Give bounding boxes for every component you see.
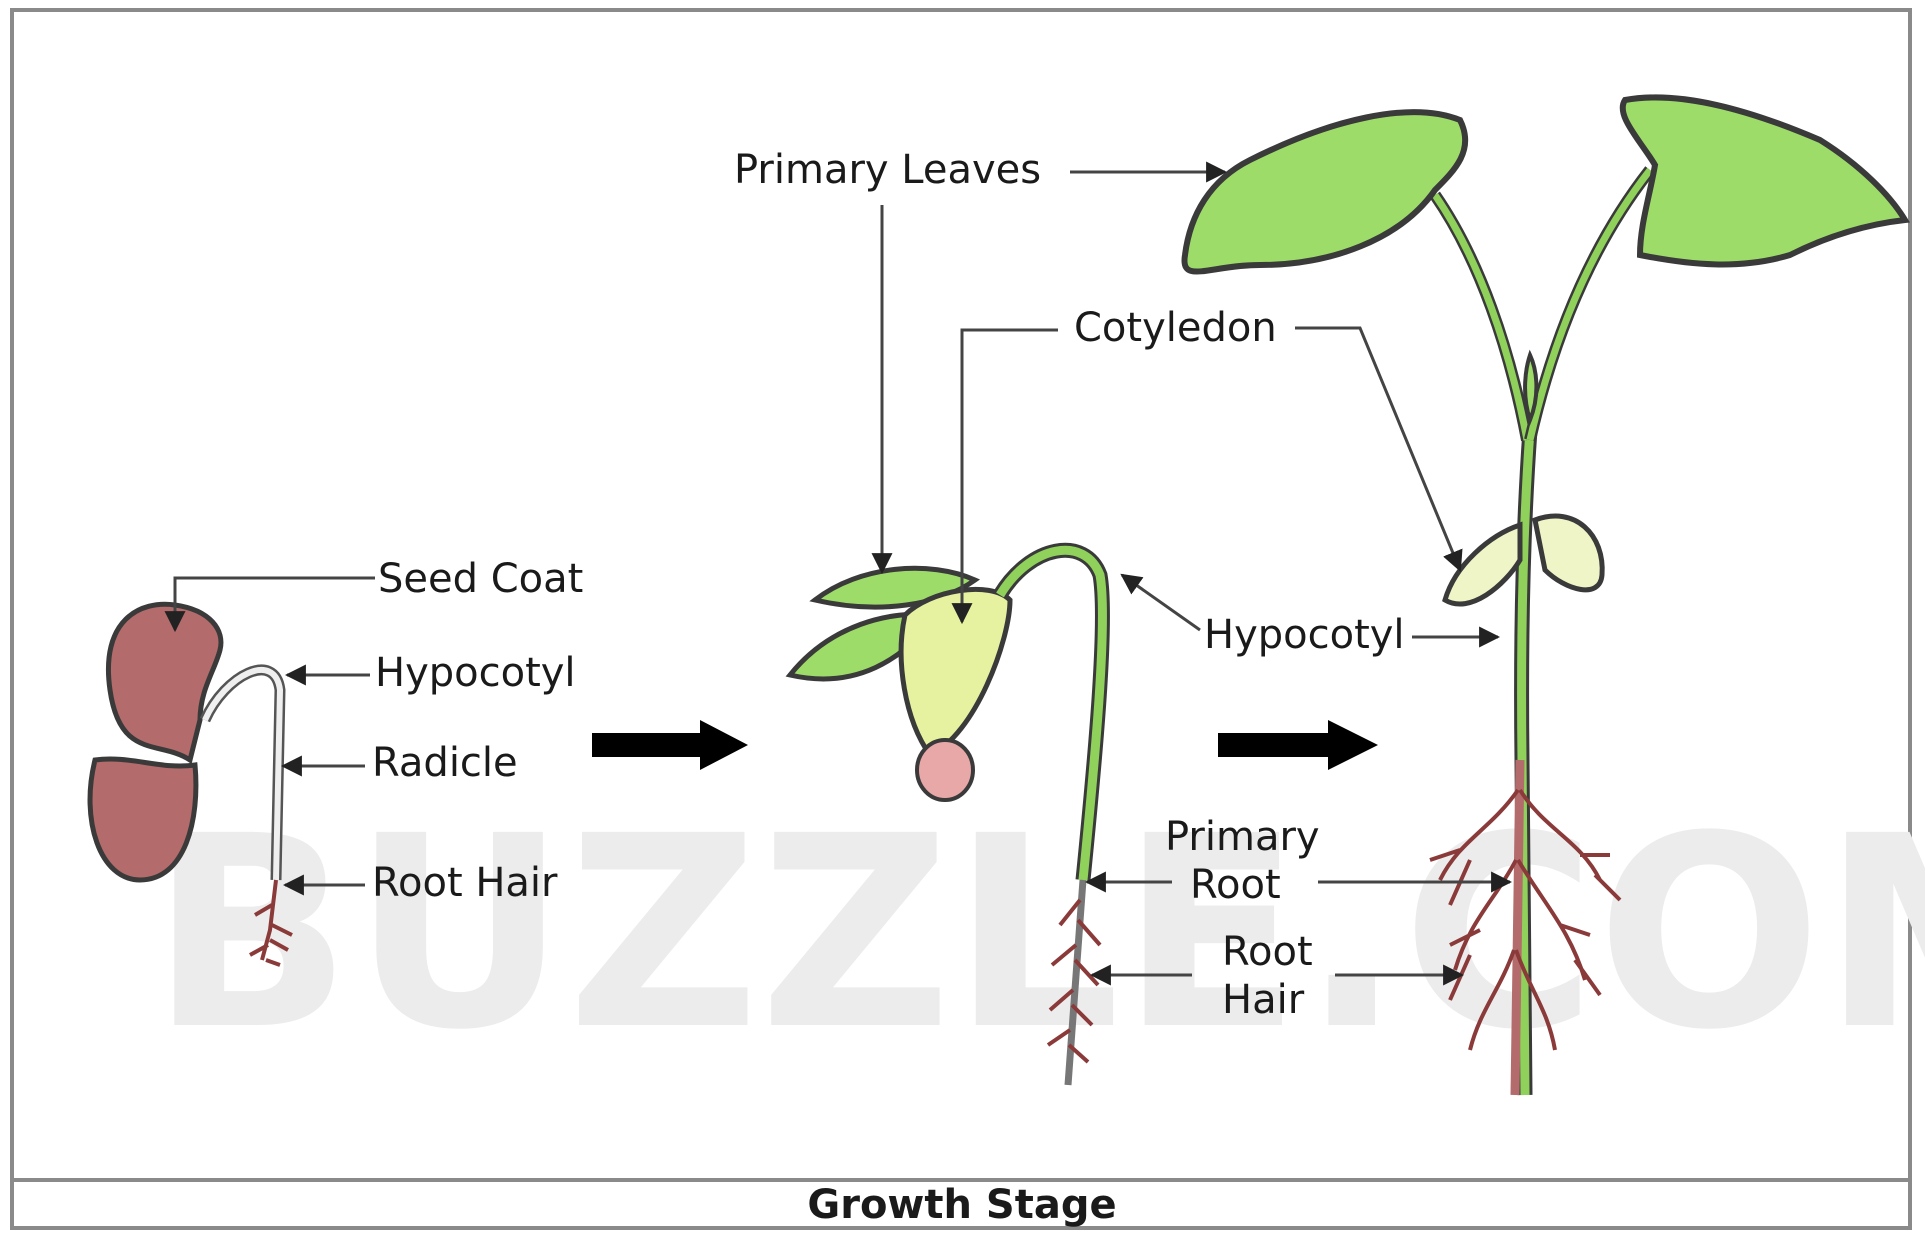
caption: Growth Stage bbox=[807, 1182, 1116, 1228]
watermark: BUZZLE.COM bbox=[150, 780, 1925, 1088]
primary-leaf-right-3 bbox=[1623, 97, 1905, 264]
primary-leaf-left-3 bbox=[1184, 112, 1465, 271]
primary-root-3 bbox=[1515, 760, 1520, 1095]
cotyledon-right-3 bbox=[1535, 516, 1602, 590]
label-hypocotyl-1: Hypocotyl bbox=[375, 650, 576, 696]
cotyledon-2 bbox=[901, 589, 1010, 755]
shoot-tip-3 bbox=[1525, 355, 1536, 420]
label-root-hair-line2: Hair bbox=[1222, 977, 1305, 1023]
petiole-left bbox=[1435, 195, 1527, 440]
progress-arrow-1 bbox=[592, 720, 748, 770]
label-cotyledon: Cotyledon bbox=[1074, 305, 1277, 351]
petiole-right bbox=[1530, 170, 1650, 440]
label-root-hair-1: Root Hair bbox=[372, 860, 558, 906]
label-seed-coat: Seed Coat bbox=[378, 556, 583, 602]
seed-coat-upper bbox=[108, 604, 220, 760]
label-radicle: Radicle bbox=[372, 740, 518, 786]
label-primary-root-line2: Root bbox=[1190, 862, 1281, 908]
progress-arrow-2 bbox=[1218, 720, 1378, 770]
label-root-hair-line1: Root bbox=[1222, 929, 1313, 975]
seed-remnant-2 bbox=[917, 740, 973, 800]
label-primary-leaves: Primary Leaves bbox=[734, 147, 1041, 193]
label-primary-root-line1: Primary bbox=[1165, 814, 1320, 860]
label-hypocotyl-2: Hypocotyl bbox=[1204, 612, 1405, 658]
